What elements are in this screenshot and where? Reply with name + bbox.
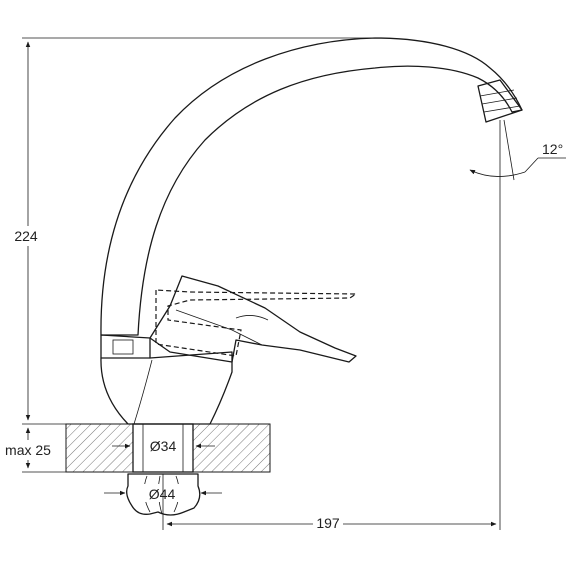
reach-label: 197 xyxy=(316,515,340,531)
countertop-label: max 25 xyxy=(5,442,51,458)
dimension-countertop: max 25 xyxy=(0,427,66,473)
angle-label: 12° xyxy=(542,141,563,157)
hole-diameter-label: Ø34 xyxy=(150,438,177,454)
lever-handle xyxy=(149,275,357,363)
handle-alt-position xyxy=(155,289,358,357)
faucet-body xyxy=(100,37,523,425)
dimension-height: 224 xyxy=(4,37,375,425)
dimension-nut-diameter: Ø44 xyxy=(104,484,222,502)
dimension-angle: 12° xyxy=(469,119,566,181)
nut-diameter-label: Ø44 xyxy=(149,486,176,502)
dimension-reach: 197 xyxy=(162,120,501,531)
countertop xyxy=(65,423,271,473)
height-label: 224 xyxy=(14,228,38,244)
dimension-hole-diameter: Ø34 xyxy=(112,438,215,454)
